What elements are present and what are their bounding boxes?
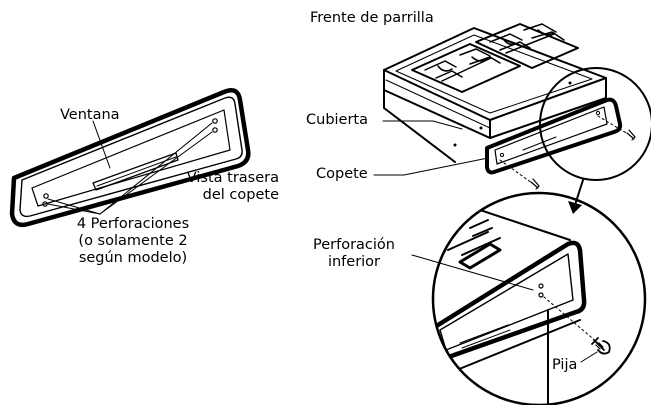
label-perforaciones-line1: 4 Perforaciones [76,216,190,232]
cooktop-front-face [383,69,491,139]
cooktop-hole-mark [479,126,483,130]
zoom-detail [411,191,647,407]
grate-left [411,43,521,93]
label-frente-de-parrilla: Frente de parrilla [310,10,434,26]
leader-cubierta [382,120,463,130]
screw-small-left [530,178,540,190]
grate-right [475,23,579,69]
zoom-circle-large [431,191,647,407]
screw-path [499,159,533,184]
leader-ventana [92,120,111,169]
label-perforacion-inferior-line2: inferior [327,254,381,270]
leader-copete [373,157,489,176]
screw-path [597,115,629,135]
backguard-rear-view [9,88,251,228]
range-body-left [383,89,456,163]
zoom-arrow-head [568,201,582,214]
cooktop-hole-mark [453,143,457,147]
copete-slot [522,136,557,151]
hole-right-bottom [212,127,218,133]
label-ventana: Ventana [60,107,120,123]
copete-hole [595,110,601,116]
label-perforacion-inferior-line1: Perforación [313,237,395,253]
hole-right-top [212,118,218,124]
copete-inner [494,106,608,165]
zoom-circle-small [539,67,651,181]
label-perforaciones: 4 Perforaciones (o solamente 2 según mod… [63,216,203,267]
copete-hole [499,152,505,158]
screw-path-detail [543,296,599,344]
cooktop-edge-line [385,79,491,129]
hole-left-bottom [42,201,48,207]
cooktop-inner [395,34,593,114]
label-perforacion-inferior: Perforación inferior [304,237,404,271]
cooktop-hole-mark [568,81,572,85]
leader-perforaciones-b [47,131,213,215]
backguard-outline [9,88,251,228]
backguard-panel [31,109,231,207]
leader-perforacion-inferior [411,254,534,291]
lower-hole-top [538,283,544,289]
backguard-rim [19,96,243,218]
window-slot-edge [96,156,177,187]
hole-left-top [43,193,49,199]
label-cubierta: Cubierta [306,112,369,128]
label-copete: Copete [316,166,368,182]
cooktop-right-face [489,77,607,139]
lower-hole [538,292,544,298]
label-vista-trasera-line1: Vista trasera [186,170,279,186]
pija-screw [591,337,611,355]
window-slot [92,152,179,191]
leader-pija [580,351,598,363]
label-perforaciones-line2: (o solamente 2 [78,233,188,249]
screw-small-right [626,129,636,141]
range-unit [373,23,651,214]
label-perforaciones-line3: según modelo) [78,250,188,266]
label-vista-trasera-line2: del copete [202,187,279,203]
label-vista-trasera: Vista trasera del copete [165,170,279,204]
label-pija: Pija [552,357,578,373]
